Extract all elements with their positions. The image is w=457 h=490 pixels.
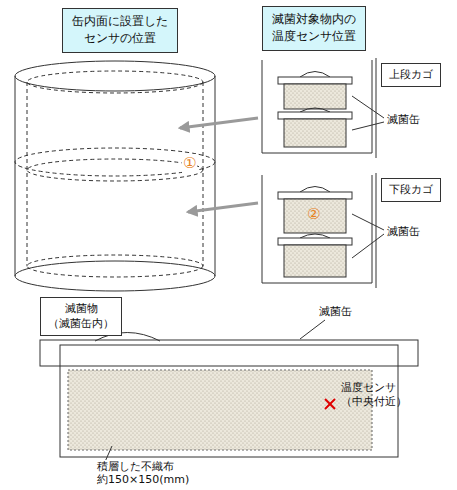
heading-box: 滅菌物（滅菌缶内） [40, 297, 122, 336]
upper-basket [262, 58, 384, 158]
box-text: 滅菌物（滅菌缶内） [48, 301, 114, 331]
can-cylinder [15, 61, 215, 291]
part-label: 滅菌缶 [386, 113, 421, 127]
callout-number: ① [182, 154, 197, 173]
material-label: 積層した不織布 約150×150(mm) [96, 460, 190, 488]
box-text: 滅菌対象物内の 温度センサ位置 [272, 11, 356, 45]
sensor-label: 温度センサ （中央付近） [340, 381, 408, 409]
part-label: 滅菌缶 [318, 305, 353, 319]
box-text: 上段カゴ [389, 67, 433, 82]
heading-box: 滅菌対象物内の 温度センサ位置 [262, 6, 366, 51]
temperature-sensor-mark [325, 399, 335, 409]
pointer-arrow [188, 203, 258, 212]
sterilization-can [40, 320, 418, 464]
part-label: 滅菌缶 [386, 225, 421, 239]
basket-label-box: 下段カゴ [381, 178, 441, 202]
box-text: 缶内面に設置した センサの位置 [72, 13, 168, 47]
callout-number: ② [306, 205, 321, 224]
lower-basket [262, 173, 384, 288]
box-text: 下段カゴ [389, 182, 433, 197]
basket-label-box: 上段カゴ [381, 63, 441, 87]
pointer-arrow [180, 118, 258, 128]
heading-box: 缶内面に設置した センサの位置 [62, 8, 178, 53]
